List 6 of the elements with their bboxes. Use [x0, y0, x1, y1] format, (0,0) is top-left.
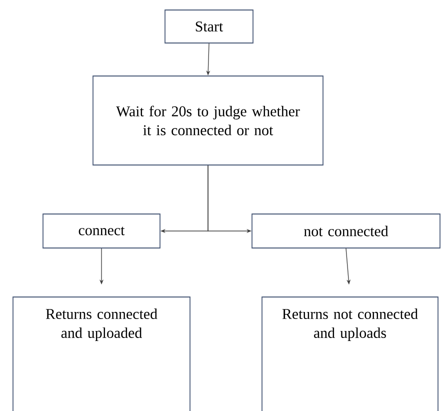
process-box: Start — [164, 10, 254, 44]
process-box: not connected — [252, 214, 440, 248]
process-box: Returns not connected and uploads — [262, 296, 438, 411]
process-box: Returns connected and uploaded — [12, 296, 190, 411]
process-box: Wait for 20s to judge whether it is connected or not — [92, 76, 324, 166]
process-box: connect — [42, 214, 160, 248]
